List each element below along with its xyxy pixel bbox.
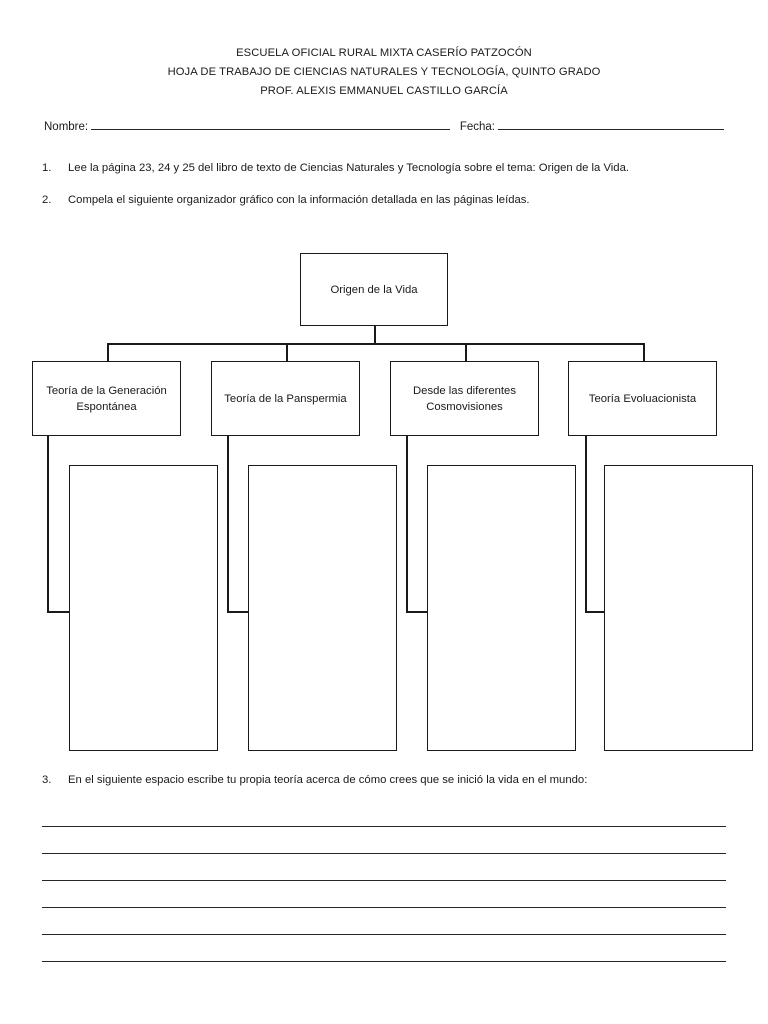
writing-line[interactable] — [42, 881, 726, 908]
organizer-branch-label-4: Teoría Evoluacionista — [588, 392, 697, 405]
instruction-text-3: En el siguiente espacio escribe tu propi… — [68, 774, 588, 786]
connector-elbow-vertical-2 — [227, 436, 229, 613]
organizer-branch-label-1: Teoría de la Generación Espontánea — [46, 384, 167, 413]
date-input-rule[interactable] — [498, 129, 724, 130]
writing-line[interactable] — [42, 800, 726, 827]
instruction-text-2: Compela el siguiente organizador gráfico… — [68, 194, 530, 206]
instruction-item-1: 1. Lee la página 23, 24 y 25 del libro d… — [42, 160, 629, 176]
name-date-row: Nombre: Fecha: — [44, 120, 726, 135]
instruction-text-1: Lee la página 23, 24 y 25 del libro de t… — [68, 162, 630, 174]
connector-elbow-horizontal-1 — [47, 611, 71, 613]
instruction-item-3: 3. En el siguiente espacio escribe tu pr… — [42, 772, 587, 788]
connector-horizontal-bus — [107, 343, 644, 345]
connector-drop-branch-3 — [465, 343, 467, 361]
organizer-branch-node-1[interactable]: Teoría de la Generación Espontánea — [32, 361, 181, 436]
connector-drop-branch-4 — [643, 343, 645, 361]
writing-line[interactable] — [42, 935, 726, 962]
instruction-number-2: 2. — [42, 194, 52, 206]
organizer-branch-label-3: Desde las diferentes Cosmovisiones — [413, 384, 516, 413]
writing-line[interactable] — [42, 908, 726, 935]
instruction-number-1: 1. — [42, 162, 52, 174]
document-header: ESCUELA OFICIAL RURAL MIXTA CASERÍO PATZ… — [0, 44, 768, 101]
connector-root-stem — [374, 326, 376, 344]
connector-elbow-vertical-3 — [406, 436, 408, 613]
writing-line[interactable] — [42, 854, 726, 881]
header-school-name: ESCUELA OFICIAL RURAL MIXTA CASERÍO PATZ… — [236, 47, 532, 59]
instruction-item-2: 2. Compela el siguiente organizador gráf… — [42, 192, 530, 208]
name-label: Nombre: — [44, 121, 89, 133]
organizer-branch-node-3[interactable]: Desde las diferentes Cosmovisiones — [390, 361, 539, 436]
name-input-rule[interactable] — [91, 129, 450, 130]
connector-drop-branch-1 — [107, 343, 109, 361]
header-teacher-name: PROF. ALEXIS EMMANUEL CASTILLO GARCÍA — [260, 85, 508, 97]
organizer-root-label: Origen de la Vida — [330, 283, 418, 296]
organizer-branch-node-4[interactable]: Teoría Evoluacionista — [568, 361, 717, 436]
header-worksheet-title: HOJA DE TRABAJO DE CIENCIAS NATURALES Y … — [167, 66, 601, 78]
instruction-number-3: 3. — [42, 774, 52, 786]
organizer-answer-box-4[interactable] — [604, 465, 753, 751]
date-label: Fecha: — [459, 121, 495, 133]
writing-line[interactable] — [42, 827, 726, 854]
organizer-answer-box-2[interactable] — [248, 465, 397, 751]
free-response-lines — [42, 800, 726, 962]
organizer-answer-box-3[interactable] — [427, 465, 576, 751]
organizer-root-node[interactable]: Origen de la Vida — [300, 253, 448, 326]
connector-elbow-vertical-1 — [47, 436, 49, 613]
organizer-branch-label-2: Teoría de la Panspermia — [224, 392, 347, 405]
connector-elbow-vertical-4 — [585, 436, 587, 613]
organizer-answer-box-1[interactable] — [69, 465, 218, 751]
connector-drop-branch-2 — [286, 343, 288, 361]
organizer-branch-node-2[interactable]: Teoría de la Panspermia — [211, 361, 360, 436]
